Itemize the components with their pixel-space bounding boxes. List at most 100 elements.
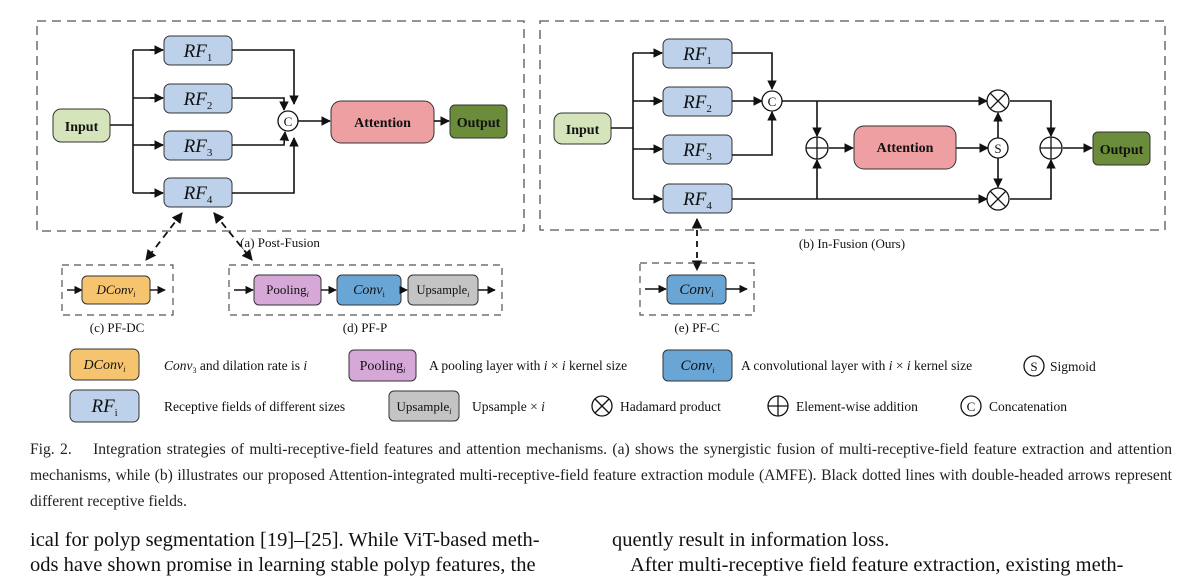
post-fusion-frame: [36, 20, 525, 232]
rf-label: RF: [183, 136, 208, 157]
post-fusion-caption: (a) Post-Fusion: [240, 235, 320, 250]
legend-dconv-box-label: DConvi: [83, 358, 126, 374]
rf-sub: 2: [207, 100, 213, 112]
rf-sub: 3: [706, 151, 712, 163]
body-text-right-line-1: quently result in information loss.: [612, 529, 890, 551]
in-fusion-flow-lines: [732, 96, 1093, 204]
pf-p-conv-label: Convi: [353, 283, 386, 299]
in-fusion-hadamard-node-top: [986, 89, 1010, 113]
rf-sub: 4: [706, 200, 712, 212]
legend-rf-box: [69, 389, 140, 423]
legend-pooling-box-label: Poolingi: [360, 359, 406, 375]
in-fusion-sigmoid-label: S: [994, 141, 1001, 156]
in-fusion-output-label: Output: [1100, 143, 1144, 158]
pf-c-conv-label: Convi: [679, 282, 714, 299]
svg-text:RF4: RF4: [183, 183, 213, 206]
legend-addition-desc: Element-wise addition: [796, 399, 918, 414]
post-fusion-attention-label: Attention: [354, 116, 411, 131]
in-fusion-branch-lines: [611, 52, 662, 200]
in-fusion-input-label: Input: [566, 123, 600, 138]
in-fusion-concat-label: C: [768, 94, 777, 109]
rf-sub: 1: [207, 52, 213, 64]
pf-p-frame: [228, 264, 503, 316]
legend-upsample-desc: Upsample × i: [472, 399, 545, 414]
rf-label: RF: [682, 44, 707, 65]
in-fusion-sigmoid-node: [987, 137, 1009, 159]
body-text-right-line-2: After multi-receptive field feature extr…: [630, 554, 1124, 576]
legend-upsample-box: [388, 390, 460, 422]
figure-diagram: Input RF1 RF2 RF3 RF4 C Attention Output…: [36, 20, 1166, 423]
pf-p-caption: (d) PF-P: [343, 320, 387, 335]
legend-pooling-desc: A pooling layer with i × i kernel size: [429, 358, 627, 373]
body-text-left-line-2: ods have shown promise in learning stabl…: [30, 554, 536, 576]
in-fusion-rf-2: RF2: [662, 86, 733, 117]
legend-dconv-desc: Conv3 and dilation rate is i: [164, 358, 307, 375]
rf-sub: 1: [706, 55, 712, 67]
legend-concat-symbol: C: [967, 399, 976, 414]
post-fusion-branch-lines: [110, 49, 163, 194]
legend-conv-box-label: Convi: [681, 358, 715, 375]
post-fusion-rf-4: RF4: [163, 177, 233, 208]
svg-text:RF3: RF3: [682, 140, 712, 163]
in-fusion-output-box: [1092, 131, 1151, 166]
legend-concat-icon: [960, 395, 982, 417]
in-fusion-hadamard-node-bottom: [986, 187, 1010, 211]
legend-hadamard-icon: [591, 395, 613, 417]
post-fusion-branch-arrows: [150, 45, 164, 198]
legend-conv-desc: A convolutional layer with i × i kernel …: [741, 358, 972, 373]
in-fusion-add-node-right: [1039, 136, 1063, 160]
figure-caption-label: Fig. 2.: [30, 441, 72, 458]
post-fusion-rf-1: RF1: [163, 35, 233, 66]
in-fusion-rf-4: RF4: [662, 183, 733, 214]
svg-text:RF2: RF2: [183, 89, 213, 112]
svg-text:RF4: RF4: [682, 189, 712, 212]
rf-sub: 4: [207, 194, 213, 206]
post-fusion-input-label: Input: [65, 120, 99, 135]
in-fusion-rf-1: RF1: [662, 38, 733, 69]
legend-hadamard-desc: Hadamard product: [620, 399, 721, 414]
post-fusion-attention-box: [330, 100, 435, 144]
legend-upsample-box-label: Upsamplei: [397, 399, 452, 416]
post-fusion-merge-lines: [232, 49, 299, 194]
legend-dconv-box: [69, 348, 140, 381]
pf-c-frame: [639, 262, 755, 316]
pf-dc-caption: (c) PF-DC: [90, 320, 145, 335]
post-fusion-rf-3: RF3: [163, 130, 233, 161]
legend: DConvi Conv3 and dilation rate is i Pool…: [69, 348, 1096, 423]
legend-sigmoid-desc: Sigmoid: [1050, 359, 1096, 374]
in-fusion-frame: [539, 20, 1166, 231]
legend-pooling-box: [348, 349, 417, 382]
pf-p-pooling-label: Poolingi: [266, 282, 309, 299]
pf-dc-block-label: DConvi: [95, 282, 135, 299]
legend-sigmoid-symbol: S: [1030, 359, 1037, 374]
pf-c-caption: (e) PF-C: [674, 320, 719, 335]
post-fusion-output-box: [449, 104, 508, 139]
in-fusion-add-node-left: [805, 136, 829, 160]
in-fusion-caption: (b) In-Fusion (Ours): [799, 236, 905, 251]
figure-caption: Fig. 2. Integration strategies of multi-…: [30, 437, 1172, 515]
post-fusion-concat-label: C: [284, 114, 293, 129]
rf-sub: 3: [207, 147, 213, 159]
legend-sigmoid-icon: [1023, 355, 1045, 377]
figure-caption-text: Integration strategies of multi-receptiv…: [30, 441, 1173, 510]
body-text-left-line-1: ical for polyp segmentation [19]–[25]. W…: [30, 529, 540, 551]
pf-p-upsample-label: Upsamplei: [417, 283, 470, 299]
legend-rf-desc: Receptive fields of different sizes: [164, 399, 345, 414]
in-fusion-attention-box: [853, 125, 957, 170]
svg-text:RF1: RF1: [682, 44, 712, 67]
rf-label: RF: [183, 89, 208, 110]
legend-conv-box: [662, 349, 733, 382]
rf-label: RF: [682, 189, 707, 210]
rf-label: RF: [682, 140, 707, 161]
rf-label: RF: [183, 183, 208, 204]
post-fusion-rf-2: RF2: [163, 83, 233, 114]
legend-rf-box-label: RFi: [91, 396, 118, 419]
svg-text:RF3: RF3: [183, 136, 213, 159]
in-fusion-rf-3: RF3: [662, 134, 733, 165]
pf-dc-frame: [61, 264, 174, 316]
in-fusion-branch-arrows: [650, 48, 663, 204]
in-fusion-merge-lines: [732, 52, 777, 156]
legend-addition-icon: [767, 395, 789, 417]
in-fusion-attention-label: Attention: [877, 141, 934, 156]
rf-label: RF: [183, 41, 208, 62]
